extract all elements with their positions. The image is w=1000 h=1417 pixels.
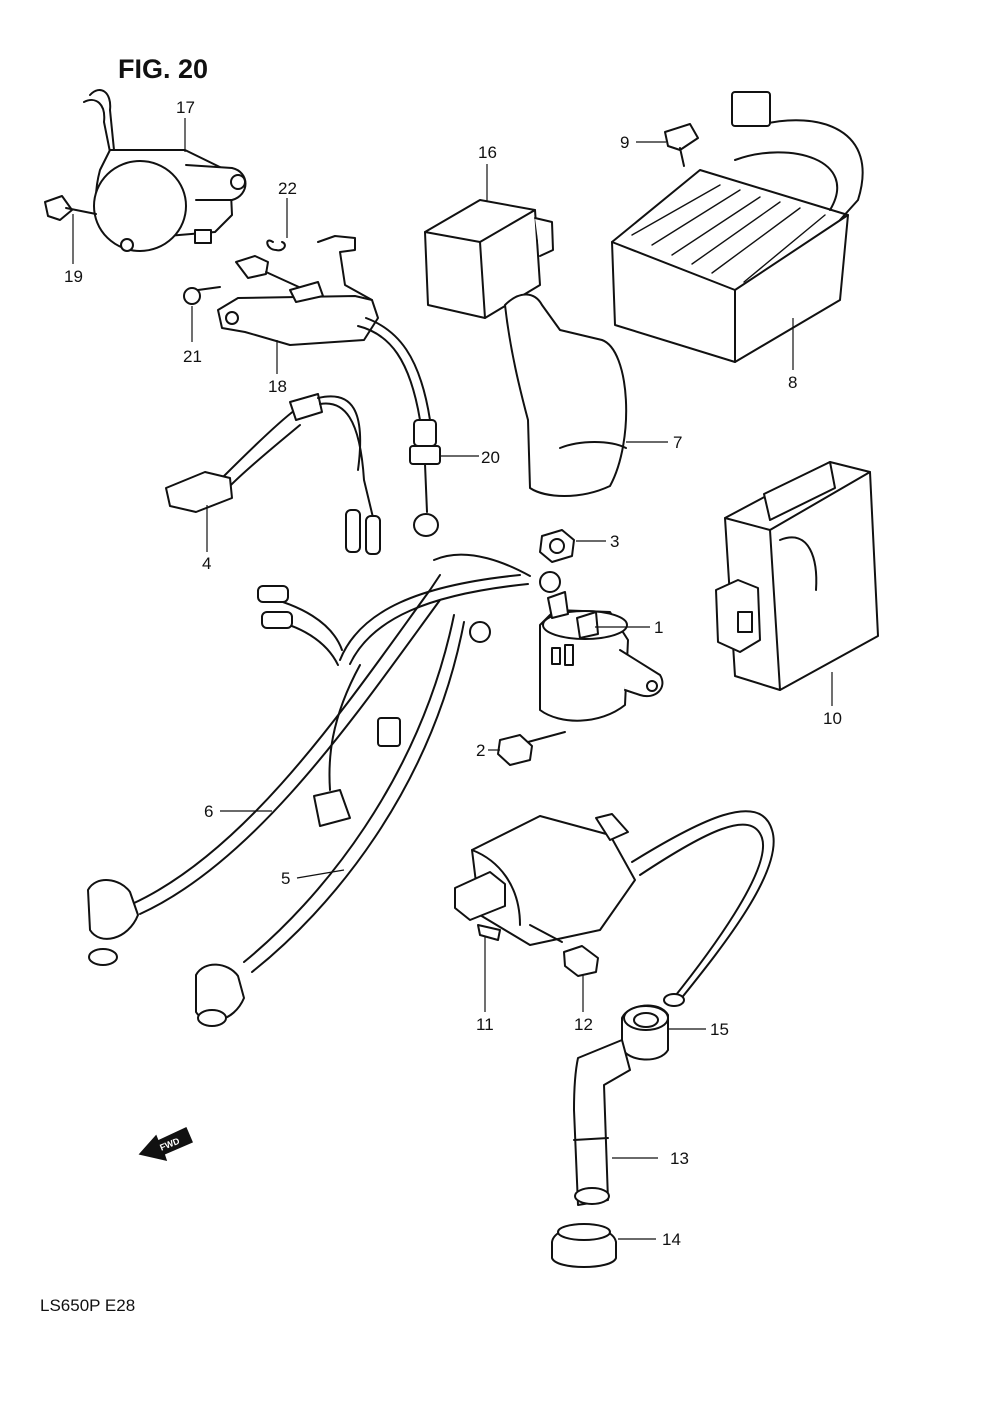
callout-6: 6 [204, 802, 213, 821]
part-13-plug-cap [573, 1039, 631, 1206]
ht-lead [631, 810, 775, 1007]
part-3-nut [539, 529, 575, 563]
part-7-cap [504, 293, 628, 497]
part-9-screw [664, 123, 699, 151]
callout-18: 18 [268, 377, 287, 396]
callout-1: 1 [654, 618, 663, 637]
callout-14: 14 [662, 1230, 681, 1249]
callout-12: 12 [574, 1015, 593, 1034]
main-harness [257, 553, 561, 827]
callouts: 17 19 22 21 18 16 9 8 20 7 4 3 1 10 2 6 … [64, 98, 842, 1249]
fwd-arrow: FWD [138, 1126, 193, 1162]
part-8-regulator [611, 91, 864, 363]
part-17-horn [44, 89, 247, 252]
part-5-lead [195, 614, 465, 1027]
callout-11: 11 [476, 1015, 494, 1034]
part-16-relay [424, 199, 554, 319]
callout-20: 20 [481, 448, 500, 467]
part-22-clip [266, 239, 286, 252]
callout-22: 22 [278, 179, 297, 198]
callout-13: 13 [670, 1149, 689, 1168]
callout-2: 2 [476, 741, 485, 760]
part-12-screw [563, 945, 599, 977]
callout-9: 9 [620, 133, 629, 152]
part-15-seal [621, 1004, 669, 1061]
part-10-igniter [715, 461, 879, 691]
callout-16: 16 [478, 143, 497, 162]
part-14-cover [551, 1223, 617, 1268]
part-2-bolt [497, 734, 533, 766]
callout-19: 19 [64, 267, 83, 286]
leader-lines [72, 118, 833, 1240]
callout-3: 3 [610, 532, 619, 551]
figure-title: FIG. 20 [118, 54, 208, 84]
callout-5: 5 [281, 869, 290, 888]
part-20-switch [409, 419, 441, 537]
callout-4: 4 [202, 554, 211, 573]
callout-10: 10 [823, 709, 842, 728]
callout-21: 21 [183, 347, 202, 366]
callout-15: 15 [710, 1020, 729, 1039]
part-6-lead [87, 574, 441, 966]
callout-7: 7 [673, 433, 682, 452]
diagram-code: LS650P E28 [40, 1296, 135, 1315]
callout-17: 17 [176, 98, 195, 117]
part-11-ignition-coil [454, 813, 636, 946]
part-18-bracket [217, 235, 431, 421]
part-19-bolt [44, 195, 73, 221]
part-4-harness [165, 393, 381, 555]
part-21-bolt [183, 286, 221, 305]
callout-8: 8 [788, 373, 797, 392]
part-1-starter-relay [497, 591, 664, 766]
